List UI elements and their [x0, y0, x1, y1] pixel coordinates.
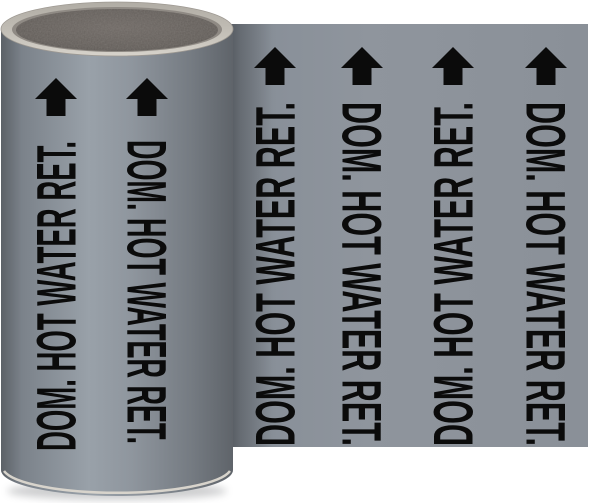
- label-column: DOM. HOT WATER RET.: [244, 47, 307, 446]
- label-column: DOM. HOT WATER RET.: [25, 78, 88, 451]
- up-arrow-icon: [254, 47, 296, 85]
- flat-tape-surface: [222, 24, 588, 447]
- pipe-marker-text: DOM. HOT WATER RET.: [331, 102, 394, 446]
- up-arrow-icon: [432, 47, 474, 85]
- label-column: DOM. HOT WATER RET.: [116, 78, 179, 444]
- pipe-marker-text: DOM. HOT WATER RET.: [515, 102, 578, 446]
- up-arrow-icon: [35, 78, 77, 116]
- up-arrow-icon: [525, 47, 567, 85]
- pipe-marker-text: DOM. HOT WATER RET.: [244, 102, 307, 446]
- roll-bottom-edge-highlight: [2, 470, 232, 495]
- pipe-marker-text: DOM. HOT WATER RET.: [116, 140, 179, 444]
- roll-core-grain-texture: [16, 9, 218, 51]
- label-column: DOM. HOT WATER RET.: [515, 47, 578, 446]
- up-arrow-icon: [126, 78, 168, 116]
- up-arrow-icon: [341, 47, 383, 85]
- label-column: DOM. HOT WATER RET.: [422, 47, 485, 446]
- tape-roll: [0, 1, 234, 496]
- roll-body: [1, 28, 233, 496]
- label-column: DOM. HOT WATER RET.: [331, 47, 394, 446]
- roll-top-cap: [0, 1, 234, 57]
- pipe-marker-text: DOM. HOT WATER RET.: [422, 102, 485, 446]
- pipe-marker-text: DOM. HOT WATER RET.: [25, 141, 88, 451]
